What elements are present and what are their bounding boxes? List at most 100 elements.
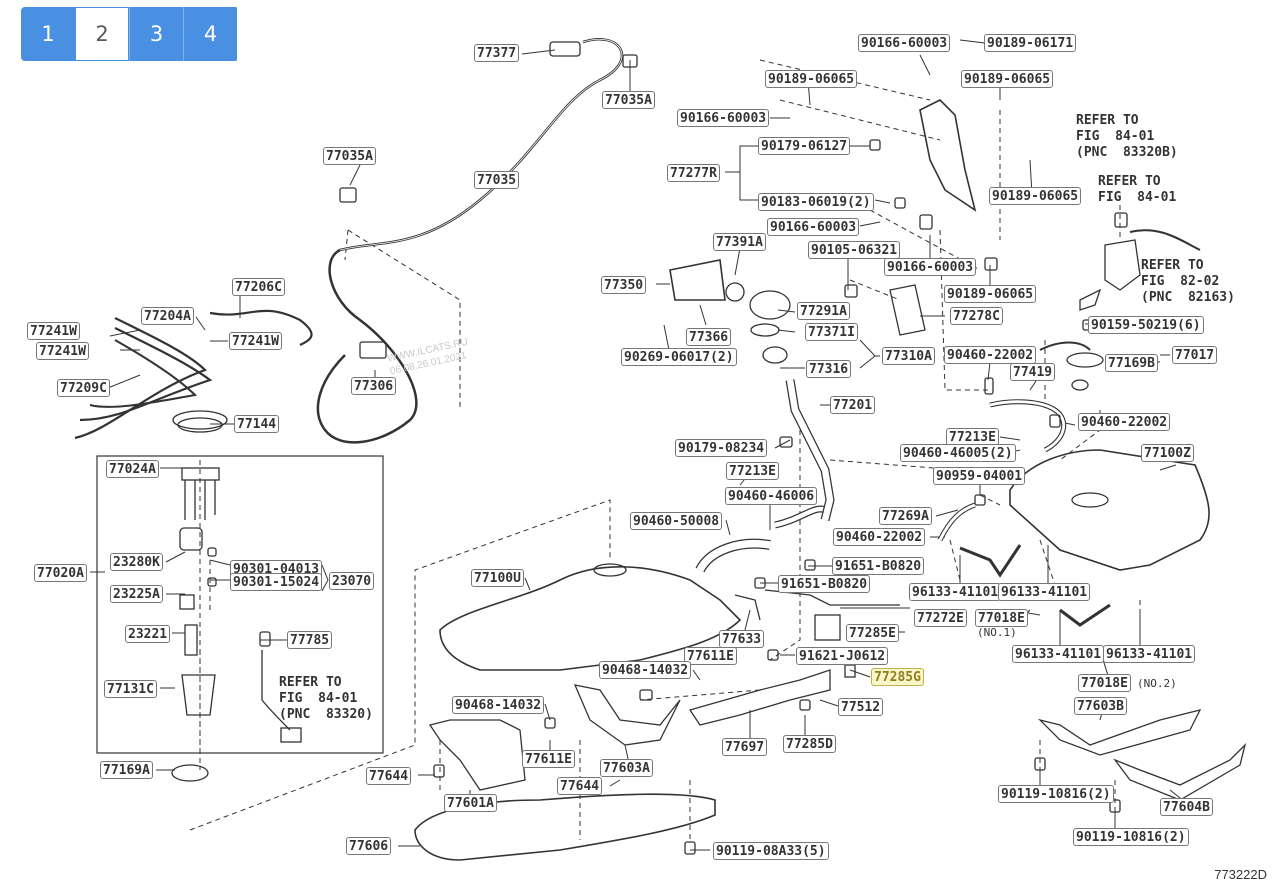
page-tab-1[interactable]: 1 <box>21 7 75 61</box>
part-label-77644-a[interactable]: 77644 <box>366 767 412 785</box>
part-label-77269a[interactable]: 77269A <box>879 507 932 525</box>
part-label-77697[interactable]: 77697 <box>722 738 768 756</box>
part-label-77285g[interactable]: 77285G <box>871 668 924 686</box>
part-label-77169a[interactable]: 77169A <box>100 761 153 779</box>
part-label-77785[interactable]: 77785 <box>287 631 333 649</box>
part-label-77209c[interactable]: 77209C <box>57 379 110 397</box>
part-label-77310a[interactable]: 77310A <box>882 347 935 365</box>
part-label-77603b[interactable]: 77603B <box>1074 697 1127 715</box>
part-label-77606[interactable]: 77606 <box>346 837 392 855</box>
part-label-90166-60003-d[interactable]: 90166-60003 <box>884 258 977 276</box>
part-label-90468-14032-a[interactable]: 90468-14032 <box>599 661 692 679</box>
part-label-90301-15024[interactable]: 90301-15024 <box>230 573 323 591</box>
part-label-90269-06017[interactable]: 90269-06017(2) <box>621 348 737 366</box>
part-label-91651-b0820-b[interactable]: 91651-B0820 <box>778 575 871 593</box>
part-label-77035[interactable]: 77035 <box>474 171 520 189</box>
part-label-96133-41101-a[interactable]: 96133-41101 <box>909 583 1002 601</box>
part-label-77024a[interactable]: 77024A <box>106 460 159 478</box>
part-label-77371i[interactable]: 77371I <box>805 323 858 341</box>
part-label-90189-06065-b[interactable]: 90189-06065 <box>961 70 1054 88</box>
part-label-90460-22002-c[interactable]: 90460-22002 <box>833 528 926 546</box>
part-label-90183-06019[interactable]: 90183-06019(2) <box>758 193 874 211</box>
part-label-77604b[interactable]: 77604B <box>1160 798 1213 816</box>
part-label-77285e[interactable]: 77285E <box>846 624 899 642</box>
part-label-90189-06065-c[interactable]: 90189-06065 <box>989 187 1082 205</box>
part-label-90468-14032-b[interactable]: 90468-14032 <box>452 696 545 714</box>
part-label-90959-04001[interactable]: 90959-04001 <box>933 467 1026 485</box>
page-tab-4[interactable]: 4 <box>183 7 237 61</box>
part-label-96133-41101-d[interactable]: 96133-41101 <box>1103 645 1196 663</box>
part-label-90460-46005[interactable]: 90460-46005(2) <box>900 444 1016 462</box>
part-label-91621-j0612[interactable]: 91621-J0612 <box>796 647 889 665</box>
part-label-77018e-1[interactable]: 77018E <box>975 609 1028 627</box>
part-label-23070[interactable]: 23070 <box>329 572 375 590</box>
part-label-90460-50008[interactable]: 90460-50008 <box>630 512 723 530</box>
page-tab-2[interactable]: 2 <box>75 7 129 61</box>
part-label-90179-06127[interactable]: 90179-06127 <box>758 137 851 155</box>
part-label-90189-06171[interactable]: 90189-06171 <box>984 34 1077 52</box>
part-label-77366[interactable]: 77366 <box>686 328 732 346</box>
part-label-77512[interactable]: 77512 <box>838 698 884 716</box>
part-label-77306[interactable]: 77306 <box>351 377 397 395</box>
part-label-23280k[interactable]: 23280K <box>110 553 163 571</box>
part-label-90460-22002-b[interactable]: 90460-22002 <box>1078 413 1171 431</box>
part-label-77241w-1[interactable]: 77241W <box>27 322 80 340</box>
note-no1: (NO.1) <box>977 626 1017 639</box>
part-label-77291a[interactable]: 77291A <box>797 302 850 320</box>
part-label-77644-b[interactable]: 77644 <box>557 777 603 795</box>
part-label-77100u[interactable]: 77100U <box>471 569 524 587</box>
part-label-77201[interactable]: 77201 <box>830 396 876 414</box>
page-tab-3[interactable]: 3 <box>129 7 183 61</box>
part-label-77017[interactable]: 77017 <box>1172 346 1218 364</box>
part-label-90179-08234[interactable]: 90179-08234 <box>675 439 768 457</box>
part-label-77131c[interactable]: 77131C <box>104 680 157 698</box>
part-label-96133-41101-b[interactable]: 96133-41101 <box>998 583 1091 601</box>
part-label-90159-50219[interactable]: 90159-50219(6) <box>1088 316 1204 334</box>
part-label-77633[interactable]: 77633 <box>719 630 765 648</box>
part-label-77206c[interactable]: 77206C <box>232 278 285 296</box>
part-label-77377[interactable]: 77377 <box>474 44 520 62</box>
part-label-77611e-a[interactable]: 77611E <box>684 647 737 665</box>
part-label-23221[interactable]: 23221 <box>125 625 171 643</box>
part-label-77169b[interactable]: 77169B <box>1105 354 1158 372</box>
part-label-90105-06321[interactable]: 90105-06321 <box>808 241 901 259</box>
part-label-90166-60003-b[interactable]: 90166-60003 <box>677 109 770 127</box>
part-label-77277r[interactable]: 77277R <box>667 164 720 182</box>
part-label-77285d[interactable]: 77285D <box>783 735 836 753</box>
part-label-90460-22002-a[interactable]: 90460-22002 <box>944 346 1037 364</box>
part-label-77035a-top[interactable]: 77035A <box>602 91 655 109</box>
part-label-77391a[interactable]: 77391A <box>713 233 766 251</box>
part-label-77204a[interactable]: 77204A <box>141 307 194 325</box>
part-label-90119-08a33[interactable]: 90119-08A33(5) <box>713 842 829 860</box>
part-label-90460-46006[interactable]: 90460-46006 <box>725 487 818 505</box>
part-label-90166-60003-a[interactable]: 90166-60003 <box>858 34 951 52</box>
part-label-77144[interactable]: 77144 <box>234 415 280 433</box>
part-label-90189-06065-d[interactable]: 90189-06065 <box>944 285 1037 303</box>
part-label-90189-06065-a[interactable]: 90189-06065 <box>765 70 858 88</box>
part-label-77100z[interactable]: 77100Z <box>1141 444 1194 462</box>
part-label-77020a[interactable]: 77020A <box>34 564 87 582</box>
part-label-77213e-b[interactable]: 77213E <box>726 462 779 480</box>
part-label-90119-10816-a[interactable]: 90119-10816(2) <box>998 785 1114 803</box>
part-label-77241w-2[interactable]: 77241W <box>36 342 89 360</box>
part-label-77241w-3[interactable]: 77241W <box>229 332 282 350</box>
refer-note-84-01-mid: REFER TO FIG 84-01 <box>1098 174 1177 205</box>
part-label-77018e-2[interactable]: 77018E <box>1078 674 1131 692</box>
part-label-90119-10816-b[interactable]: 90119-10816(2) <box>1073 828 1189 846</box>
part-label-77350[interactable]: 77350 <box>601 276 647 294</box>
part-label-77213e-a[interactable]: 77213E <box>946 428 999 446</box>
part-label-77278c[interactable]: 77278C <box>950 307 1003 325</box>
part-label-77611e-b[interactable]: 77611E <box>522 750 575 768</box>
part-label-77603a[interactable]: 77603A <box>600 759 653 777</box>
part-label-77316[interactable]: 77316 <box>806 360 852 378</box>
part-label-77272e[interactable]: 77272E <box>914 609 967 627</box>
part-label-23225a[interactable]: 23225A <box>110 585 163 603</box>
part-label-90166-60003-c[interactable]: 90166-60003 <box>767 218 860 236</box>
part-label-96133-41101-c[interactable]: 96133-41101 <box>1012 645 1105 663</box>
part-label-77035a-left[interactable]: 77035A <box>323 147 376 165</box>
refer-note-82-02: REFER TO FIG 82-02 (PNC 82163) <box>1141 258 1235 305</box>
refer-note-84-01-low: REFER TO FIG 84-01 (PNC 83320) <box>279 675 373 722</box>
part-label-77601a[interactable]: 77601A <box>444 794 497 812</box>
part-label-77419[interactable]: 77419 <box>1010 363 1056 381</box>
part-label-91651-b0820-a[interactable]: 91651-B0820 <box>832 557 925 575</box>
